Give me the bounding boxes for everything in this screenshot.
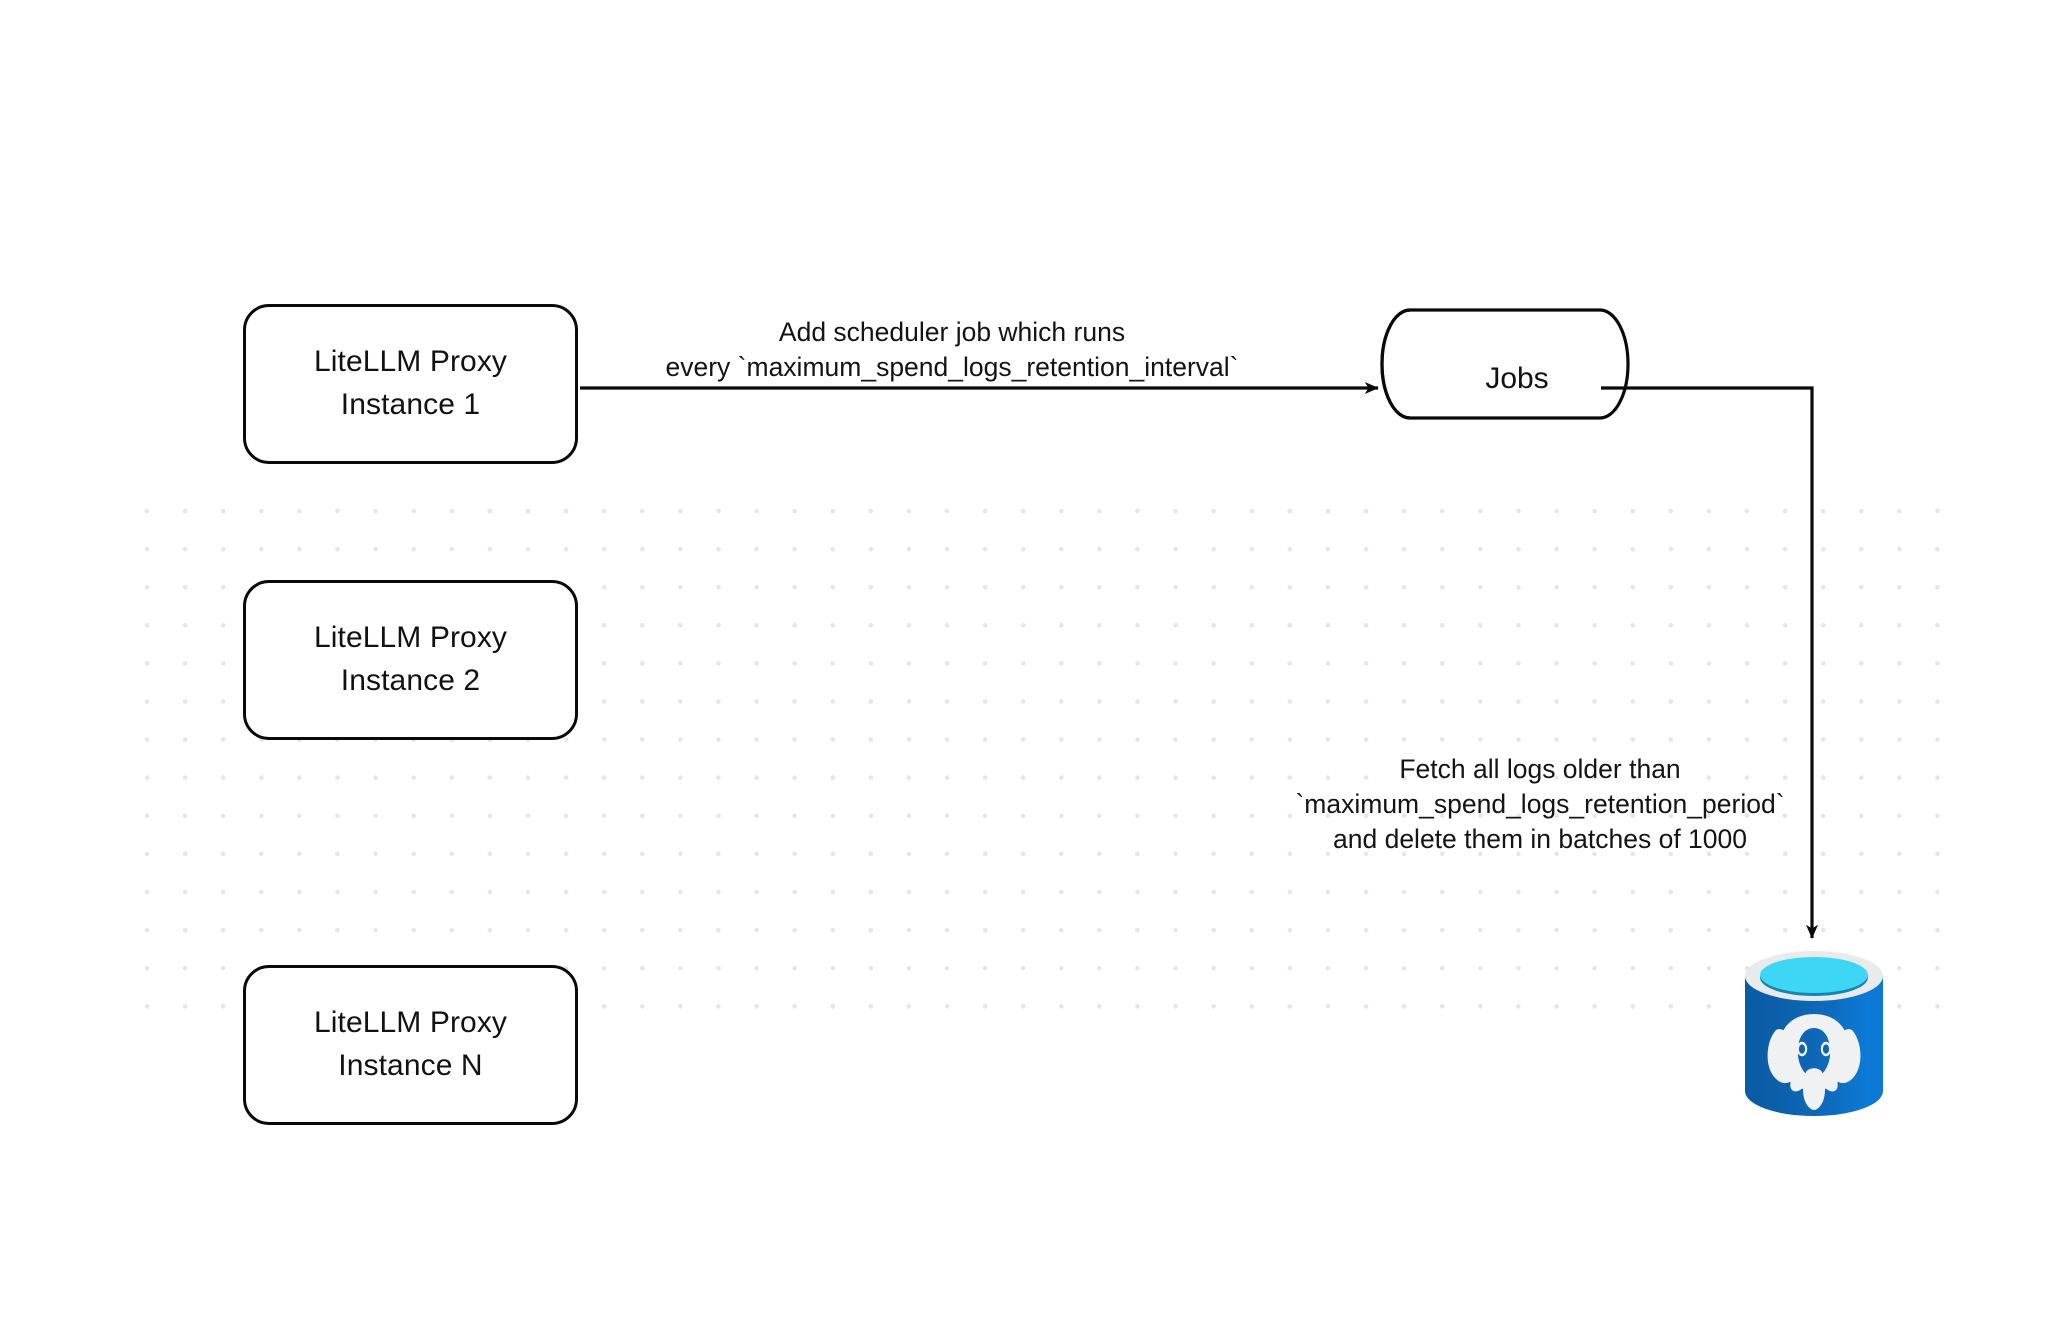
- edge-label-line-1: Fetch all logs older than: [1250, 752, 1830, 787]
- node-label-line1: LiteLLM Proxy: [313, 1006, 508, 1040]
- node-litellm-proxy-instance-n[interactable]: LiteLLM Proxy Instance N: [243, 965, 578, 1125]
- node-litellm-proxy-instance-2[interactable]: LiteLLM Proxy Instance 2: [243, 580, 578, 740]
- edge-label-highlight: Fetch all logs older than: [1399, 754, 1681, 784]
- edge-label-line-2: every `maximum_spend_logs_retention_inte…: [665, 352, 1239, 383]
- node-label-line2: Instance 2: [340, 664, 481, 697]
- edge-label-scheduler-job: Add scheduler job which runs every `maxi…: [612, 315, 1292, 385]
- edge-label-fetch-and-delete: Fetch all logs older than `maximum_spend…: [1250, 752, 1830, 858]
- elephant-right-eye: [1822, 1044, 1830, 1054]
- edge-label-line-1: Add scheduler job which runs: [612, 315, 1292, 350]
- node-label-line2: Instance 1: [340, 388, 481, 421]
- edge-label-line-2: `maximum_spend_logs_retention_period`: [1295, 789, 1785, 820]
- postgresql-database-icon: [1745, 951, 1883, 1116]
- node-label-line2: Instance N: [338, 1049, 483, 1082]
- node-label-line1: LiteLLM Proxy: [313, 621, 508, 655]
- node-jobs-label: Jobs: [1485, 362, 1549, 395]
- elephant-left-eye: [1798, 1044, 1806, 1054]
- jobs-cylinder-shape: [1380, 308, 1630, 420]
- edge-label-line1-rest: job which runs: [948, 317, 1126, 347]
- node-label-line1: LiteLLM Proxy: [313, 345, 508, 379]
- edge-label-highlight: Add scheduler: [778, 317, 949, 347]
- node-litellm-proxy-instance-1[interactable]: LiteLLM Proxy Instance 1: [243, 304, 578, 464]
- edge-jobs-to-postgres: [1601, 386, 1818, 939]
- edge-label-line-3: and delete them in batches of 1000: [1333, 824, 1747, 855]
